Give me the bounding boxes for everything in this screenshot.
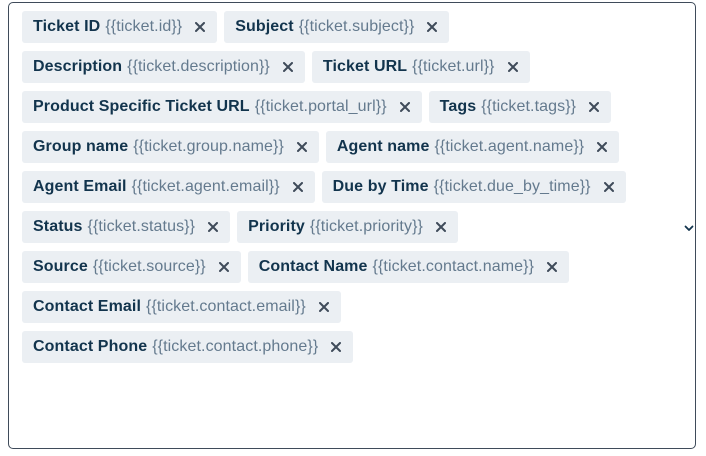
tag-label: Agent name xyxy=(336,138,430,155)
tag-label: Tags xyxy=(439,98,477,115)
tag-placeholder: {{ticket.url}} xyxy=(412,58,495,75)
tag-due-by-time: Due by Time {{ticket.due_by_time}} xyxy=(321,171,626,203)
tag-placeholder: {{ticket.status}} xyxy=(87,218,196,235)
tag-label: Contact Email xyxy=(33,298,141,315)
close-icon[interactable] xyxy=(218,261,230,273)
tag-contact-phone: Contact Phone {{ticket.contact.phone}} xyxy=(22,331,354,363)
close-icon[interactable] xyxy=(282,61,294,73)
tag-placeholder: {{ticket.priority}} xyxy=(309,218,423,235)
tag-placeholder: {{ticket.source}} xyxy=(92,258,206,275)
tag-placeholder: {{ticket.contact.name}} xyxy=(372,258,535,275)
tag-contact-email: Contact Email {{ticket.contact.email}} xyxy=(22,291,341,323)
close-icon[interactable] xyxy=(596,141,608,153)
tag-group-name: Group name {{ticket.group.name}} xyxy=(22,131,319,163)
tag-placeholder: {{ticket.group.name}} xyxy=(133,138,284,155)
close-icon[interactable] xyxy=(330,341,342,353)
tag-label: Priority xyxy=(248,218,305,235)
tag-label: Status xyxy=(33,218,83,235)
tag-label: Group name xyxy=(33,138,129,155)
close-icon[interactable] xyxy=(318,301,330,313)
tag-agent-name: Agent name {{ticket.agent.name}} xyxy=(325,131,620,163)
tag-label: Agent Email xyxy=(33,178,127,195)
tag-label: Product Specific Ticket URL xyxy=(33,98,250,115)
tag-label: Subject xyxy=(235,18,294,35)
tag-source: Source {{ticket.source}} xyxy=(22,251,241,283)
close-icon[interactable] xyxy=(546,261,558,273)
tag-priority: Priority {{ticket.priority}} xyxy=(237,211,458,243)
close-icon[interactable] xyxy=(435,221,447,233)
tag-placeholder: {{ticket.portal_url}} xyxy=(254,98,387,115)
tag-product-specific-ticket-url: Product Specific Ticket URL {{ticket.por… xyxy=(22,91,422,123)
tag-subject: Subject {{ticket.subject}} xyxy=(224,11,450,43)
chevron-down-icon[interactable] xyxy=(682,221,696,235)
tag-placeholder: {{ticket.contact.phone}} xyxy=(152,338,319,355)
close-icon[interactable] xyxy=(399,101,411,113)
tag-placeholder: {{ticket.agent.email}} xyxy=(131,178,280,195)
close-icon[interactable] xyxy=(194,21,206,33)
selected-tags-list: Ticket ID {{ticket.id}} Subject {{ticket… xyxy=(22,11,662,363)
tag-placeholder: {{ticket.agent.name}} xyxy=(434,138,585,155)
tag-placeholder: {{ticket.description}} xyxy=(127,58,270,75)
tag-tags: Tags {{ticket.tags}} xyxy=(428,91,612,123)
tag-contact-name: Contact Name {{ticket.contact.name}} xyxy=(247,251,570,283)
tag-label: Ticket ID xyxy=(33,18,101,35)
tag-ticket-url: Ticket URL {{ticket.url}} xyxy=(311,51,530,83)
tag-ticket-id: Ticket ID {{ticket.id}} xyxy=(22,11,218,43)
tag-label: Ticket URL xyxy=(322,58,408,75)
tag-placeholder: {{ticket.contact.email}} xyxy=(146,298,306,315)
tag-label: Due by Time xyxy=(332,178,429,195)
close-icon[interactable] xyxy=(296,141,308,153)
tag-placeholder: {{ticket.due_by_time}} xyxy=(433,178,591,195)
placeholder-multiselect[interactable]: Ticket ID {{ticket.id}} Subject {{ticket… xyxy=(8,2,696,449)
tag-label: Source xyxy=(33,258,88,275)
close-icon[interactable] xyxy=(507,61,519,73)
tag-agent-email: Agent Email {{ticket.agent.email}} xyxy=(22,171,315,203)
close-icon[interactable] xyxy=(292,181,304,193)
tag-status: Status {{ticket.status}} xyxy=(22,211,231,243)
tag-label: Contact Phone xyxy=(33,338,148,355)
tag-description: Description {{ticket.description}} xyxy=(22,51,305,83)
tag-placeholder: {{ticket.tags}} xyxy=(481,98,577,115)
close-icon[interactable] xyxy=(603,181,615,193)
tag-placeholder: {{ticket.id}} xyxy=(105,18,183,35)
tag-placeholder: {{ticket.subject}} xyxy=(298,18,415,35)
tag-label: Contact Name xyxy=(258,258,368,275)
close-icon[interactable] xyxy=(207,221,219,233)
tag-label: Description xyxy=(33,58,123,75)
close-icon[interactable] xyxy=(426,21,438,33)
close-icon[interactable] xyxy=(588,101,600,113)
